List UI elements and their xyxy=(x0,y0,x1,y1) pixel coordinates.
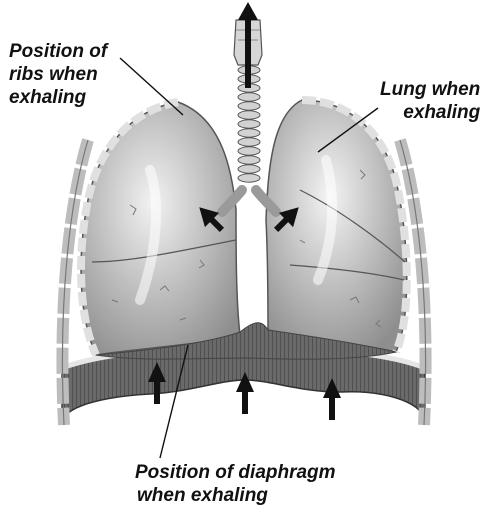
trachea-ring xyxy=(238,147,260,155)
trachea-ring xyxy=(238,129,260,137)
ribs-label: Position of ribs when exhaling xyxy=(9,40,107,109)
trachea-ring xyxy=(238,138,260,146)
trachea-ring xyxy=(238,111,260,119)
ribs-label-line-3: exhaling xyxy=(9,86,107,109)
trachea-ring xyxy=(238,174,260,182)
ribs-label-line-1: Position of xyxy=(9,40,107,63)
trachea-ring xyxy=(238,156,260,164)
ribs-label-line-2: ribs when xyxy=(9,63,107,86)
trachea-ring xyxy=(238,120,260,128)
lung-label-line-1: Lung when xyxy=(380,78,480,101)
diaphragm-label-line-2: when exhaling xyxy=(135,484,336,507)
lung-label: Lung when exhaling xyxy=(380,78,480,124)
trachea-ring xyxy=(238,93,260,101)
trachea-ring xyxy=(238,102,260,110)
diaphragm-label: Position of diaphragm when exhaling xyxy=(135,461,336,507)
diaphragm-label-line-1: Position of diaphragm xyxy=(135,461,336,484)
trachea-ring xyxy=(238,165,260,173)
lung-label-line-2: exhaling xyxy=(380,101,480,124)
left-lung xyxy=(81,102,240,355)
